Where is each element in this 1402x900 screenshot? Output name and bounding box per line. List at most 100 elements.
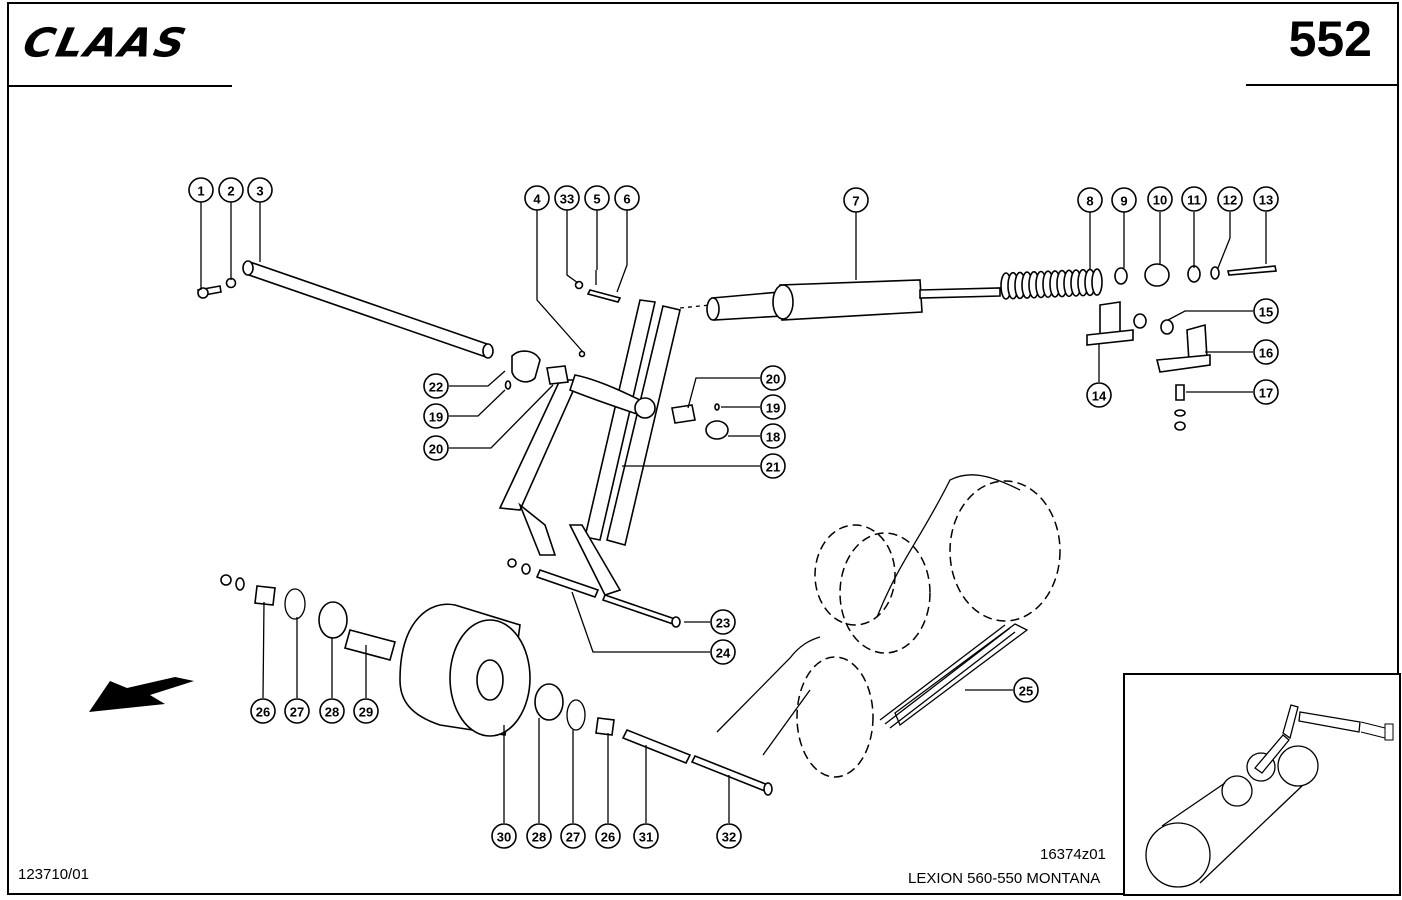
- callout-circle: [1253, 186, 1279, 212]
- callout-label: 18: [766, 430, 780, 445]
- bearing-housing-part-10: [1144, 263, 1170, 287]
- callout-circle: [1147, 186, 1173, 212]
- callout-2: 2: [218, 177, 244, 203]
- callout-circle: [1253, 379, 1279, 405]
- callout-27: 27: [560, 823, 586, 849]
- callout-9: 9: [1111, 187, 1137, 213]
- callout-circle: [760, 423, 786, 449]
- callout-7: 7: [843, 187, 869, 213]
- bearing-ring-part-18: [705, 420, 729, 440]
- bearing-plate-part-22: [511, 350, 541, 383]
- bushing-part-15a: [1133, 313, 1147, 329]
- callout-3: 3: [247, 177, 273, 203]
- callout-21: 21: [760, 453, 786, 479]
- callout-label: 32: [722, 830, 736, 845]
- callout-16: 16: [1253, 339, 1279, 365]
- callout-label: 6: [623, 192, 630, 207]
- callout-31: 31: [633, 823, 659, 849]
- tension-tube-part-7: [679, 279, 1001, 321]
- callout-28: 28: [319, 698, 345, 724]
- callout-4: 4: [524, 185, 550, 211]
- spacer-tube-part-29: [344, 629, 396, 661]
- grease-nipple-part-19: [504, 380, 512, 390]
- callout-8: 8: [1077, 187, 1103, 213]
- callout-label: 4: [533, 192, 541, 207]
- callout-label: 30: [497, 830, 511, 845]
- inset-overview: [1123, 673, 1401, 896]
- callout-label: 19: [766, 401, 780, 416]
- circlip-part-27a: [284, 588, 306, 620]
- callout-24: 24: [710, 639, 736, 665]
- callout-label: 3: [256, 184, 263, 199]
- callout-11: 11: [1181, 186, 1207, 212]
- callout-23: 23: [710, 609, 736, 635]
- callout-20: 20: [760, 365, 786, 391]
- callout-circle: [1253, 339, 1279, 365]
- callout-label: 31: [639, 830, 653, 845]
- callout-label: 29: [359, 705, 373, 720]
- callout-label: 26: [601, 830, 615, 845]
- bolt-head-part-23: [671, 616, 681, 628]
- callout-circle: [760, 453, 786, 479]
- callout-14: 14: [1086, 382, 1112, 408]
- callout-30: 30: [491, 823, 517, 849]
- bushing-part-26b: [595, 717, 615, 736]
- callout-circle: [595, 823, 621, 849]
- belt-drive-part-25: [716, 474, 1061, 778]
- leader-lines: [200, 202, 1267, 823]
- washer-part-12: [1210, 266, 1220, 280]
- callout-circle: [584, 185, 610, 211]
- callout-label: 9: [1120, 194, 1127, 209]
- callout-circle: [218, 177, 244, 203]
- callout-circle: [526, 823, 552, 849]
- callout-circle: [1077, 187, 1103, 213]
- bushing-part-20: [546, 365, 569, 385]
- callout-circle: [423, 373, 449, 399]
- header-divider-right: [1246, 84, 1398, 86]
- callout-circle: [284, 698, 310, 724]
- callout-circle: [760, 394, 786, 420]
- callout-circle: [710, 639, 736, 665]
- callout-18: 18: [760, 423, 786, 449]
- callout-12: 12: [1217, 186, 1243, 212]
- callout-circle: [250, 698, 276, 724]
- callout-label: 5: [593, 192, 600, 207]
- callout-label: 20: [429, 442, 443, 457]
- spring-coil: [1091, 268, 1103, 296]
- callout-19: 19: [760, 394, 786, 420]
- callout-circle: [423, 435, 449, 461]
- callout-label: 17: [1259, 386, 1273, 401]
- sleeve-part-31: [621, 728, 692, 765]
- bushing-part-9: [1114, 267, 1128, 285]
- callout-circle: [1111, 187, 1137, 213]
- bolt-part-23: [601, 593, 677, 626]
- callout-10: 10: [1147, 186, 1173, 212]
- callout-29: 29: [353, 698, 379, 724]
- bearing-part-28a: [318, 601, 348, 639]
- washer-part-26: [235, 577, 245, 591]
- callout-26: 26: [595, 823, 621, 849]
- callout-label: 13: [1259, 193, 1273, 208]
- bolt-part-13: [1227, 265, 1277, 276]
- nut-part-26: [220, 574, 232, 586]
- callout-label: 11: [1187, 193, 1201, 208]
- callout-circle: [1181, 186, 1207, 212]
- callout-circle: [760, 365, 786, 391]
- nut-part-11: [1187, 265, 1201, 283]
- arrow-down-left-icon: [89, 677, 194, 712]
- shaft-part-3: [242, 260, 494, 359]
- page-frame: [7, 2, 1399, 895]
- callout-5: 5: [584, 185, 610, 211]
- callout-label: 14: [1092, 389, 1107, 404]
- callout-17: 17: [1253, 379, 1279, 405]
- page-number: 552: [1288, 11, 1372, 67]
- callout-label: 10: [1153, 193, 1167, 208]
- callout-circle: [247, 177, 273, 203]
- washer-part-24: [521, 563, 531, 575]
- nut-part-24: [507, 558, 517, 568]
- callout-label: 27: [566, 830, 580, 845]
- callout-label: 12: [1223, 193, 1237, 208]
- callout-label: 28: [532, 830, 546, 845]
- callout-circle: [524, 185, 550, 211]
